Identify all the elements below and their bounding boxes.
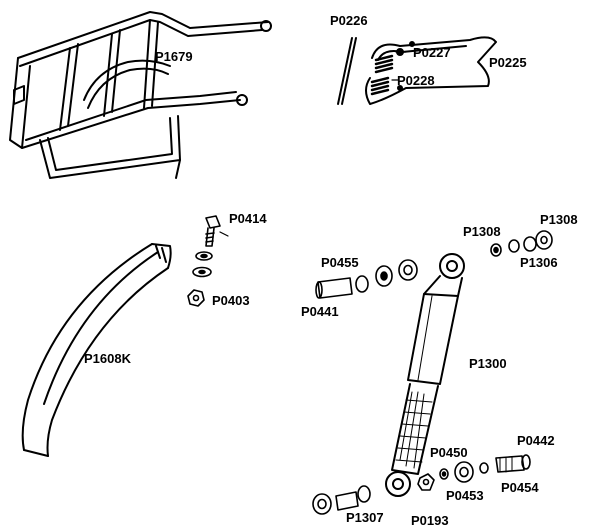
bolt-stack-drawing [187, 215, 229, 307]
label-luggage-rack: P1679 [155, 49, 193, 64]
lower-right-hardware-drawing [417, 454, 531, 491]
label-bolt: P0414 [229, 211, 267, 226]
upper-bolt-drawing [315, 259, 418, 299]
label-mudguard: P1608K [84, 351, 131, 366]
label-spring-pin: P0226 [330, 13, 368, 28]
label-spring-top: P0227 [413, 45, 451, 60]
label-bush-upper-right: P1308 [540, 212, 578, 227]
label-washer-lower-right: P0454 [501, 480, 539, 495]
label-nut: P0403 [212, 293, 250, 308]
luggage-rack-drawing [9, 11, 272, 179]
mudguard-drawing [21, 243, 172, 457]
upper-right-bushes-drawing [490, 230, 553, 257]
label-bolt-lower: P0442 [517, 433, 555, 448]
label-stand-clip: P0225 [489, 55, 527, 70]
label-washer-upper: P0455 [321, 255, 359, 270]
label-spacer-upper: P1306 [520, 255, 558, 270]
label-shock-absorber: P1300 [469, 356, 507, 371]
label-bush-upper-left: P1308 [463, 224, 501, 239]
spring-pin-drawing [337, 37, 357, 105]
label-bolt-upper: P0441 [301, 304, 339, 319]
label-spacer-lower: P0453 [446, 488, 484, 503]
label-washer-lower: P0450 [430, 445, 468, 460]
springs-drawing [370, 54, 394, 96]
label-nut-lower: P0193 [411, 513, 449, 528]
shock-absorber-drawing [385, 253, 465, 497]
label-bush-lower: P1307 [346, 510, 384, 525]
lower-left-bushes-drawing [312, 485, 371, 515]
label-spring-bottom: P0228 [397, 73, 435, 88]
